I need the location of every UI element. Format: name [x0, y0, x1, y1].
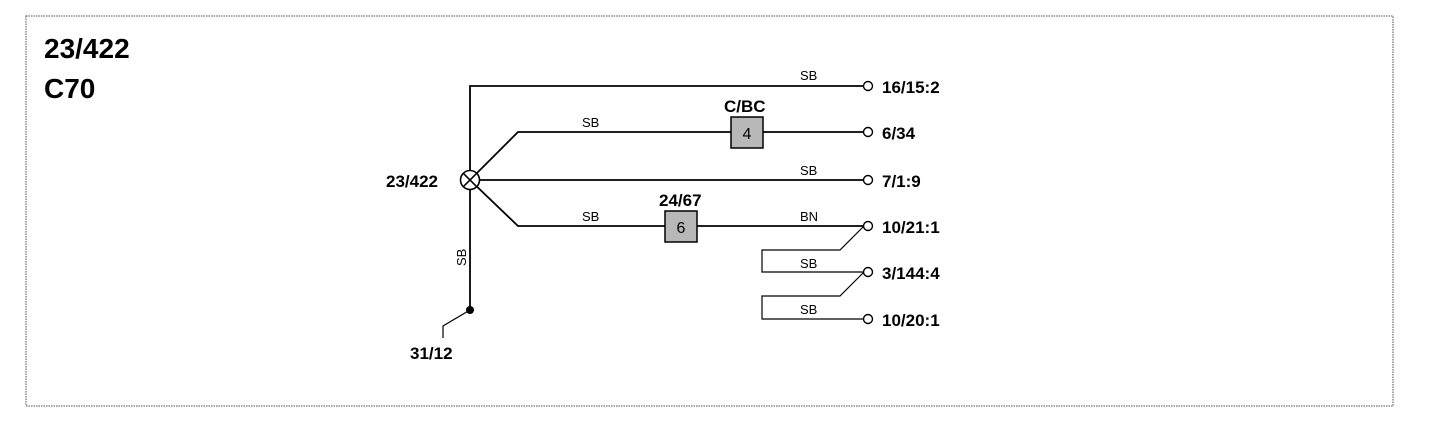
- diagram-title-code: 23/422: [44, 33, 130, 64]
- wire-label-3-144-4: SB: [800, 256, 817, 271]
- connector-label-10-20-1: 10/20:1: [882, 311, 940, 330]
- connector-label-6-34: 6/34: [882, 124, 916, 143]
- jumper-10-21-1-to-3-144-4: [761, 225, 865, 273]
- ground-wire-label: SB: [454, 249, 469, 266]
- terminal-16-15-2: [862, 80, 874, 92]
- terminal-3-144-4: [862, 266, 874, 278]
- fuse-number-4: 4: [743, 126, 752, 143]
- wire-to-16-15-2: [469, 85, 864, 180]
- diagram-title-model: C70: [44, 73, 95, 104]
- fuse-box-24-67: [664, 210, 698, 243]
- fuse-box-c-bc: [730, 116, 764, 149]
- connector-label-3-144-4: 3/144:4: [882, 264, 940, 283]
- ground-switch-symbol: [442, 309, 471, 338]
- connector-label-16-15-2: 16/15:2: [882, 78, 940, 97]
- fuse-label-24-67: 24/67: [659, 191, 702, 210]
- splice-label: 23/422: [386, 172, 438, 191]
- wire-label-7-1-9: SB: [800, 163, 817, 178]
- jumper-3-144-4-to-10-20-1: [761, 271, 865, 320]
- splice-icon: [459, 169, 481, 191]
- wire-label-16-15-2: SB: [800, 68, 817, 83]
- wire-label-10-21-1-bn: BN: [800, 209, 818, 224]
- terminal-7-1-9: [862, 174, 874, 186]
- fuse-label-c-bc: C/BC: [724, 97, 766, 116]
- wire-label-6-34: SB: [582, 115, 599, 130]
- diagram-frame: [25, 15, 1394, 407]
- ground-label: 31/12: [410, 344, 453, 363]
- terminal-10-20-1: [862, 313, 874, 325]
- connector-label-7-1-9: 7/1:9: [882, 172, 921, 191]
- wire-label-10-20-1: SB: [800, 302, 817, 317]
- fuse-number-6: 6: [677, 220, 686, 237]
- connector-label-10-21-1: 10/21:1: [882, 218, 940, 237]
- terminal-6-34: [862, 126, 874, 138]
- terminal-10-21-1: [862, 220, 874, 232]
- wire-label-10-21-1-sb: SB: [582, 209, 599, 224]
